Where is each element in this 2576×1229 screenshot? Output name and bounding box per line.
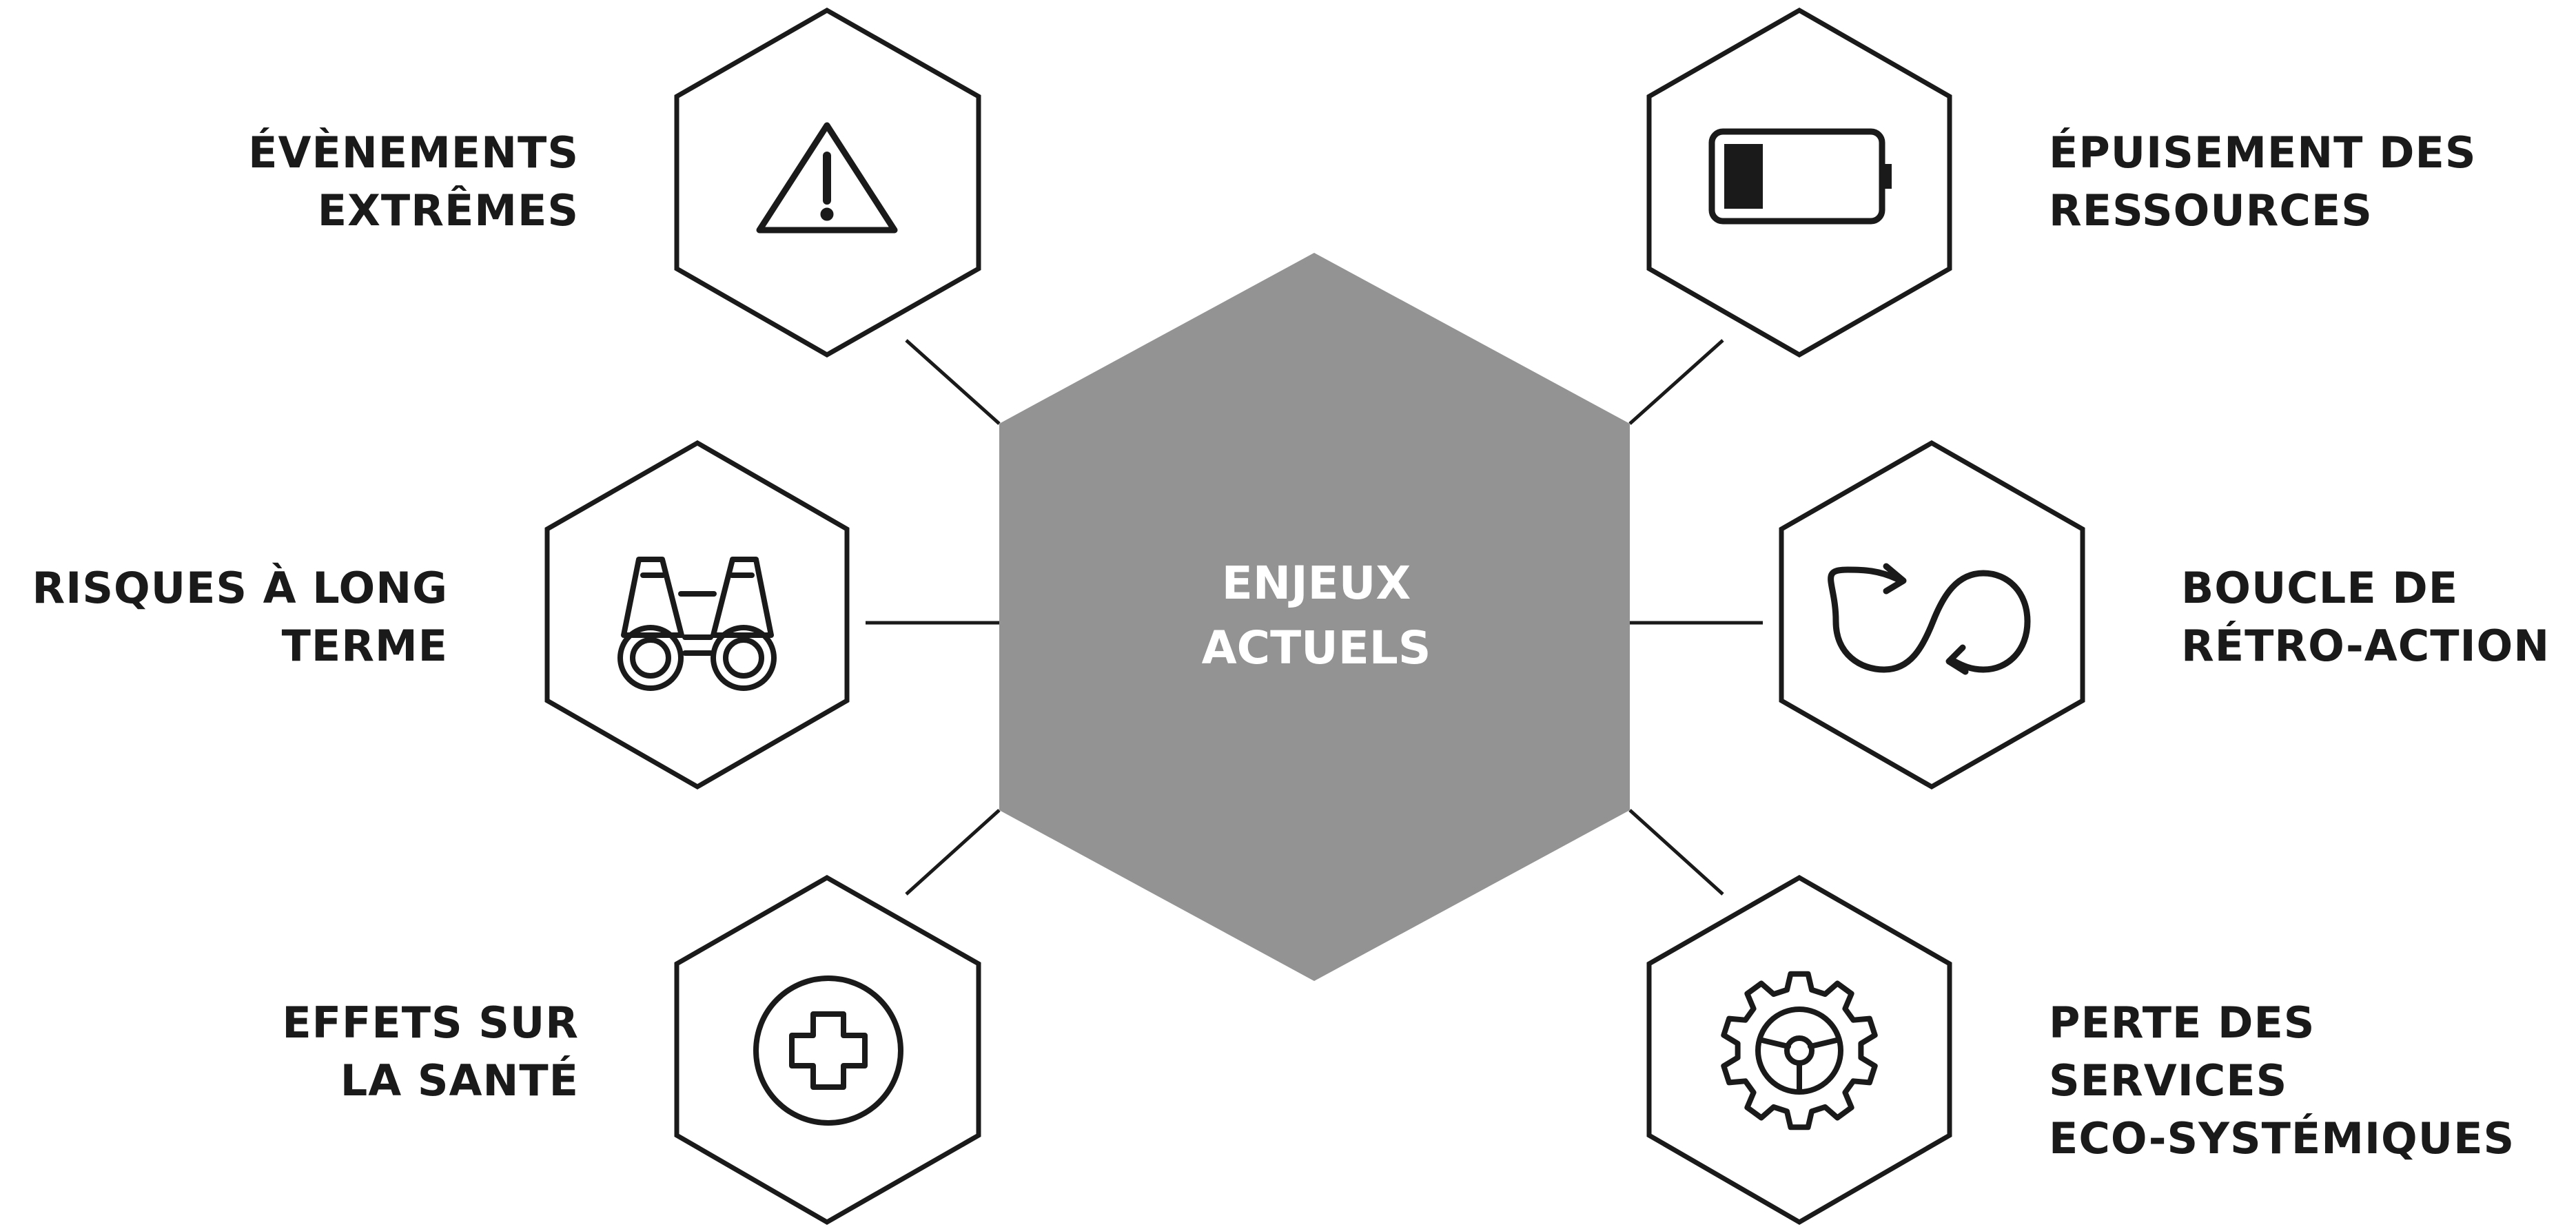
label-feedback-loop: BOUCLE DE RÉTRO-ACTION <box>2181 559 2567 675</box>
center-hexagon <box>999 253 1630 981</box>
hexagon-resource-depletion <box>1646 7 1952 358</box>
connector-ecosystem-services <box>1628 809 1724 896</box>
connector-health-effects <box>905 809 1001 896</box>
loop-arrows-icon <box>1828 563 2031 675</box>
connector-resource-depletion <box>1628 339 1724 425</box>
label-ecosystem-services: PERTE DES SERVICES ECO-SYSTÉMIQUES <box>2049 994 2559 1168</box>
label-ecosystem-services-line3: ECO-SYSTÉMIQUES <box>2049 1113 2515 1164</box>
warning-triangle-icon <box>756 122 898 234</box>
center-title: ENJEUX ACTUELS <box>1172 551 1461 681</box>
connectors <box>866 339 1763 896</box>
label-extreme-events-line1: ÉVÈNEMENTS <box>248 127 579 178</box>
hexagon-long-term-risks <box>544 440 850 790</box>
low-battery-icon <box>1708 128 1892 225</box>
label-long-term-risks: RISQUES À LONG TERME <box>7 559 448 675</box>
label-long-term-risks-line1: RISQUES À LONG <box>32 563 448 613</box>
hexagon-feedback-loop <box>1779 440 2085 790</box>
label-feedback-loop-line2: RÉTRO-ACTION <box>2181 621 2551 671</box>
label-ecosystem-services-line1: PERTE DES <box>2049 998 2316 1048</box>
label-resource-depletion-line1: ÉPUISEMENT DES <box>2049 127 2477 178</box>
connector-extreme-events <box>905 339 1001 425</box>
center-title-line1: ENJEUX <box>1221 557 1411 610</box>
hexagon-health-effects <box>674 874 981 1226</box>
label-resource-depletion-line2: RESSOURCES <box>2049 185 2373 236</box>
gear-steering-icon <box>1721 971 1878 1130</box>
label-extreme-events-line2: EXTRÊMES <box>317 185 579 236</box>
medical-cross-icon <box>753 975 903 1126</box>
center-title-line2: ACTUELS <box>1201 621 1431 674</box>
label-health-effects-line1: EFFETS SUR <box>282 998 579 1048</box>
label-long-term-risks-line2: TERME <box>281 621 448 671</box>
label-health-effects-line2: LA SANTÉ <box>340 1055 579 1106</box>
binoculars-icon <box>617 557 777 691</box>
label-extreme-events: ÉVÈNEMENTS EXTRÊMES <box>41 124 579 240</box>
label-resource-depletion: ÉPUISEMENT DES RESSOURCES <box>2049 124 2531 240</box>
label-health-effects: EFFETS SUR LA SANTÉ <box>41 994 579 1110</box>
hexagon-ecosystem-services <box>1646 874 1952 1226</box>
label-feedback-loop-line1: BOUCLE DE <box>2181 563 2459 613</box>
label-ecosystem-services-line2: SERVICES <box>2049 1055 2288 1106</box>
